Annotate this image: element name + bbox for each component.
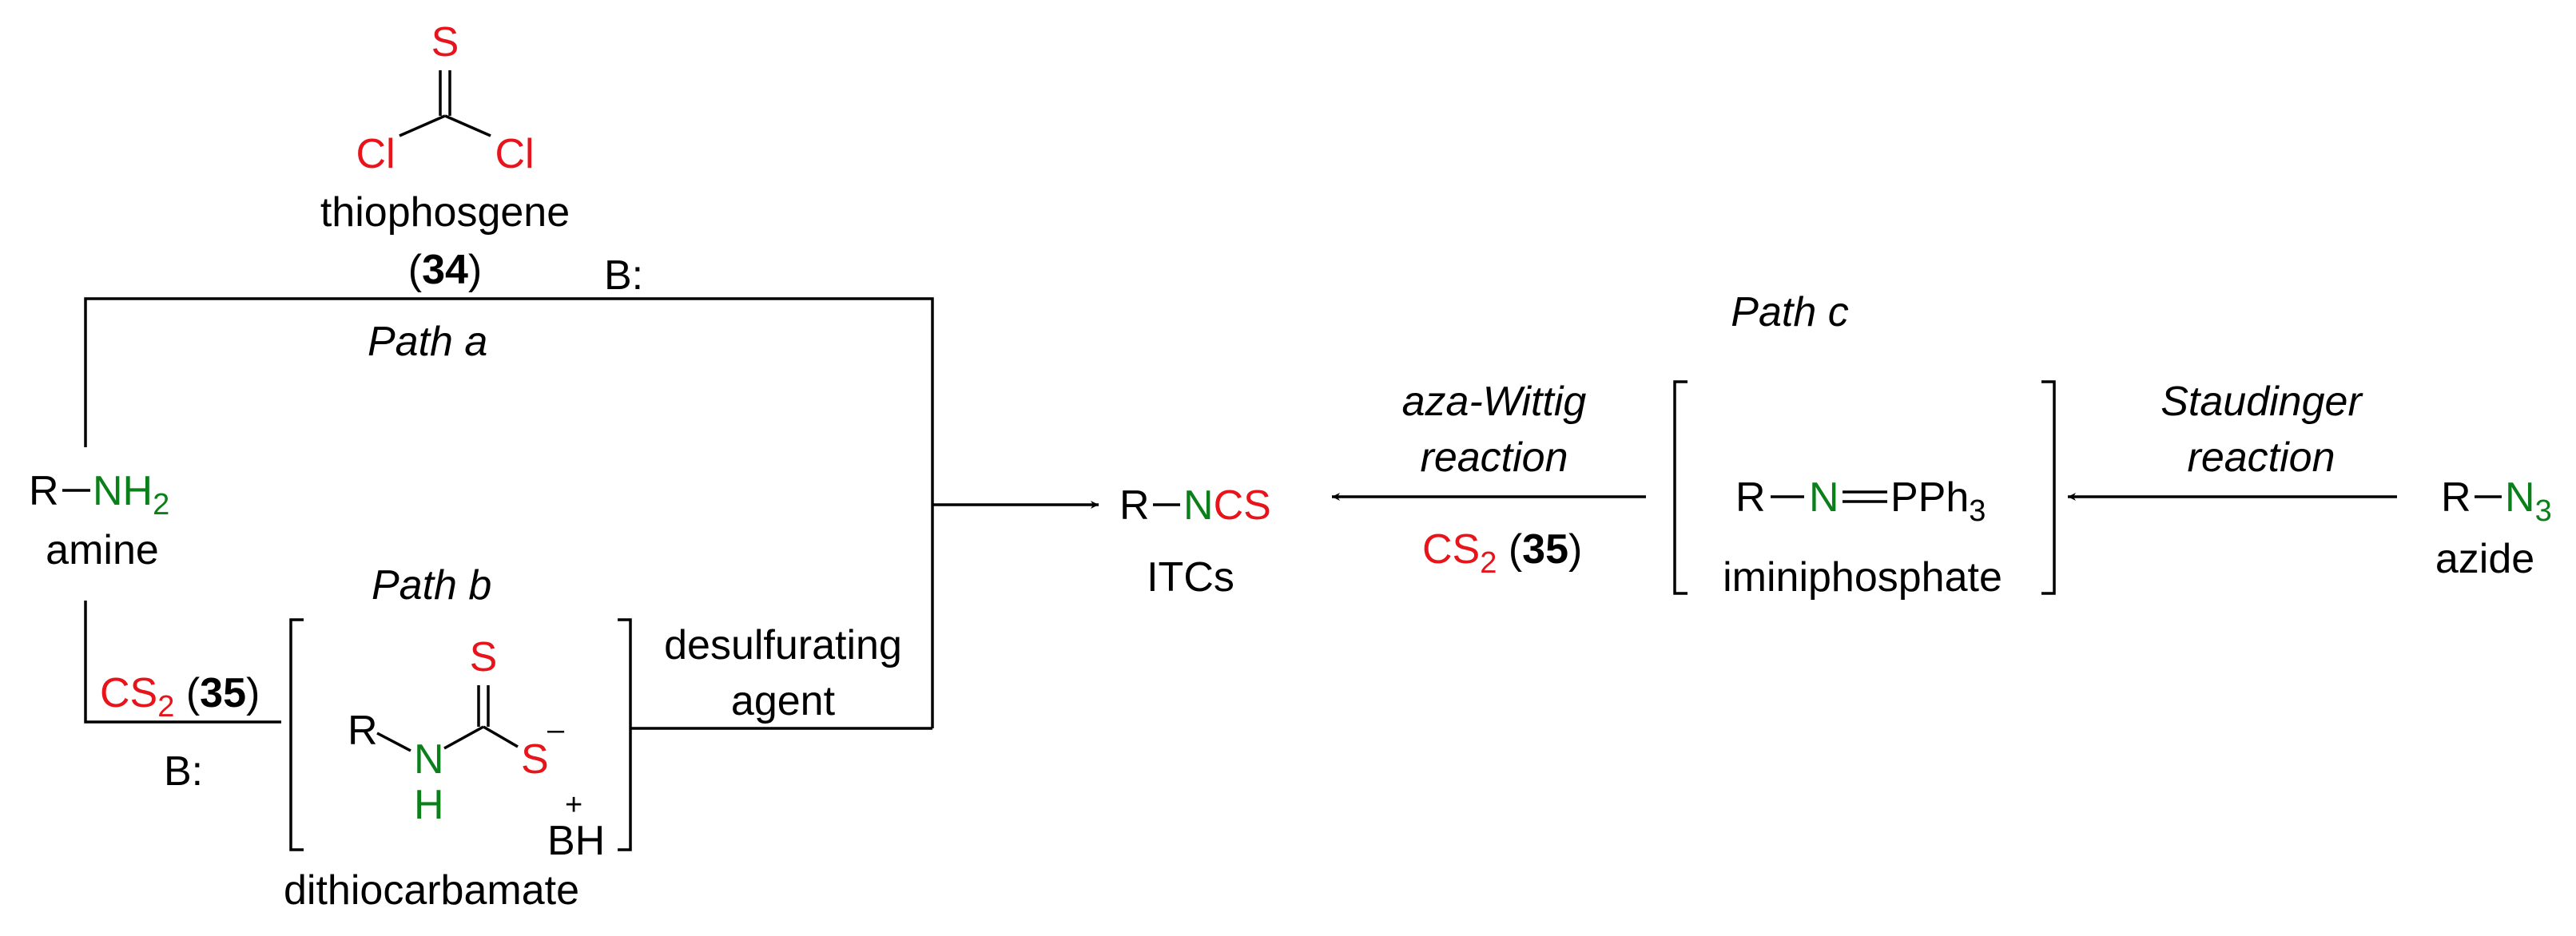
iminiphosphate-n: N xyxy=(1809,474,1839,521)
iminiphosphate-bracket-right xyxy=(2041,380,2056,595)
dithiocarbamate-s-top: S xyxy=(470,634,498,680)
dithiocarbamate-negative-charge: – xyxy=(547,713,565,747)
dithiocarbamate-positive-charge: + xyxy=(565,788,582,822)
dtc-c-s-single-bond xyxy=(483,725,519,748)
path-b-label: Path b xyxy=(372,562,491,609)
amine-name: amine xyxy=(46,527,159,573)
path-a-bracket-line xyxy=(84,297,934,728)
iminiphosphate-name: iminiphosphate xyxy=(1723,554,2002,601)
path-b-base: B: xyxy=(164,748,203,795)
desulfurating-line2: agent xyxy=(731,678,836,724)
thiophosgene-structure: S Cl Cl thiophosgene (34) xyxy=(320,19,570,293)
path-b-connector-line xyxy=(84,601,281,724)
amine-r: R xyxy=(29,468,59,514)
dithiocarbamate-bracket-right xyxy=(618,618,632,851)
c-cl-bond-left xyxy=(399,114,446,137)
azide-name: azide xyxy=(2435,536,2534,582)
desulfurating-line1: desulfurating xyxy=(664,622,902,668)
thiophosgene-name: thiophosgene xyxy=(320,189,570,236)
path-a-base: B: xyxy=(604,252,643,299)
thiophosgene-compound-label: (34) xyxy=(408,247,483,293)
path-b: Path b CS2 (35) B: R N H S S – + BH dith… xyxy=(84,562,932,914)
amine-structure: R NH2 amine xyxy=(29,468,169,573)
aza-wittig-line1: aza-Wittig xyxy=(1402,379,1587,425)
itc-r: R xyxy=(1119,482,1150,529)
path-c-label: Path c xyxy=(1731,289,1848,335)
thiophosgene-cl-left: Cl xyxy=(356,131,395,177)
aza-wittig-line2: reaction xyxy=(1421,434,1568,481)
dtc-n-c-bond xyxy=(443,725,484,750)
thiophosgene-s-atom: S xyxy=(431,19,459,65)
iminiphosphate-pph3: PPh3 xyxy=(1890,474,1986,528)
path-c-reagent: CS2 (35) xyxy=(1422,526,1582,580)
azide-r: R xyxy=(2441,474,2471,521)
itc-name: ITCs xyxy=(1147,554,1234,601)
path-b-reagent: CS2 (35) xyxy=(100,670,260,724)
azide-n3: N3 xyxy=(2505,474,2552,528)
c-cl-bond-right xyxy=(444,114,491,137)
dtc-r-n-bond xyxy=(376,732,411,752)
staudinger-line1: Staudinger xyxy=(2161,379,2363,425)
itc-product: R NCS ITCs xyxy=(1119,482,1271,601)
dithiocarbamate-r: R xyxy=(348,708,378,754)
itc-ncs: NCS xyxy=(1183,482,1271,529)
iminiphosphate-bracket-left xyxy=(1673,380,1688,595)
thiophosgene-cl-right: Cl xyxy=(495,131,534,177)
dithiocarbamate-name: dithiocarbamate xyxy=(284,867,579,914)
dithiocarbamate-bh: BH xyxy=(547,818,605,864)
staudinger-line2: reaction xyxy=(2188,434,2335,481)
path-a: B: Path a xyxy=(84,252,934,728)
dithiocarbamate-h: H xyxy=(414,782,444,828)
dithiocarbamate-s-minus: S xyxy=(521,736,549,783)
path-c: Path c aza-Wittig reaction CS2 (35) R N … xyxy=(1332,289,2552,601)
path-a-label: Path a xyxy=(368,319,487,365)
dithiocarbamate-bracket-left xyxy=(289,618,304,851)
dithiocarbamate-n: N xyxy=(414,736,444,783)
iminiphosphate-r: R xyxy=(1735,474,1766,521)
amine-nh2: NH2 xyxy=(93,468,169,522)
